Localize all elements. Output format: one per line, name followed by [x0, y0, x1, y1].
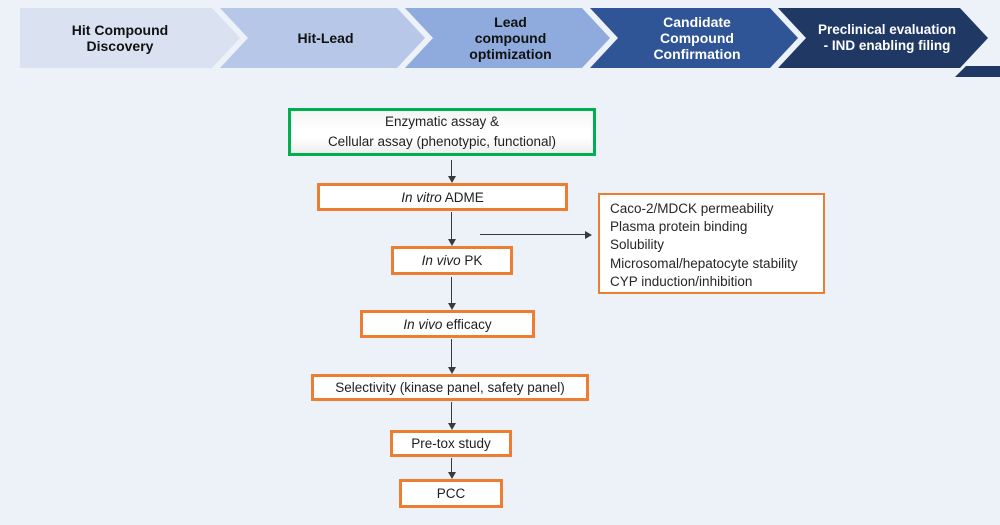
step-label: In vitro ADME — [401, 189, 484, 205]
flow-box-selectivity: Selectivity (kinase panel, safety panel) — [311, 374, 589, 401]
flow-box-in-vitro-adme: In vitro ADME — [317, 183, 568, 211]
list-item: Microsomal/hepatocyte stability — [610, 255, 798, 271]
arrow-down-icon — [447, 277, 456, 310]
list-item: Solubility — [610, 237, 665, 253]
arrow-down-icon — [447, 402, 456, 430]
flow-box-in-vivo-efficacy: In vivo efficacy — [360, 310, 535, 338]
arrow-down-icon — [447, 339, 456, 374]
list-item: Caco-2/MDCK permeability — [610, 201, 774, 216]
arrow-right-icon — [480, 230, 592, 239]
arrow-down-icon — [447, 212, 456, 246]
step-label: In vivo efficacy — [403, 316, 492, 332]
list-item: Plasma protein binding — [610, 219, 748, 235]
stage-label: Candidate Compound Confirmation — [653, 13, 741, 63]
stage-hit-lead: Hit-Lead — [220, 8, 425, 68]
flow-box-in-vivo-pk: In vivo PK — [391, 246, 513, 275]
banner-ribbon-tail — [955, 66, 1000, 77]
stage-label: Hit-Lead — [297, 29, 354, 46]
stage-label: Preclinical evaluation - IND enabling fi… — [817, 22, 957, 53]
adme-assay-list-box: Caco-2/MDCK permeability Plasma protein … — [598, 193, 825, 294]
step-label: In vivo PK — [421, 253, 483, 268]
stage-label: Hit Compound Discovery — [71, 21, 169, 54]
stage-preclinical-evaluation: Preclinical evaluation - IND enabling fi… — [778, 8, 988, 68]
step-label: Pre-tox study — [411, 436, 491, 451]
stage-candidate-compound-confirmation: Candidate Compound Confirmation — [590, 8, 798, 68]
list-item: CYP induction/inhibition — [610, 273, 753, 289]
step-label: Selectivity (kinase panel, safety panel) — [335, 380, 565, 395]
arrow-down-icon — [447, 160, 456, 183]
flow-box-pcc: PCC — [399, 479, 503, 508]
step-label: PCC — [436, 486, 466, 501]
stage-label: Lead compound optimization — [469, 13, 552, 63]
flow-box-pre-tox-study: Pre-tox study — [390, 430, 512, 457]
flow-box-enzymatic-cellular-assay: Enzymatic assay & Cellular assay (phenot… — [288, 108, 596, 156]
assay-line-1: Enzymatic assay & — [384, 114, 500, 130]
arrow-down-icon — [447, 458, 456, 479]
stage-hit-compound-discovery: Hit Compound Discovery — [20, 8, 240, 68]
stage-lead-compound-optimization: Lead compound optimization — [405, 8, 610, 68]
assay-line-2: Cellular assay (phenotypic, functional) — [327, 134, 557, 149]
